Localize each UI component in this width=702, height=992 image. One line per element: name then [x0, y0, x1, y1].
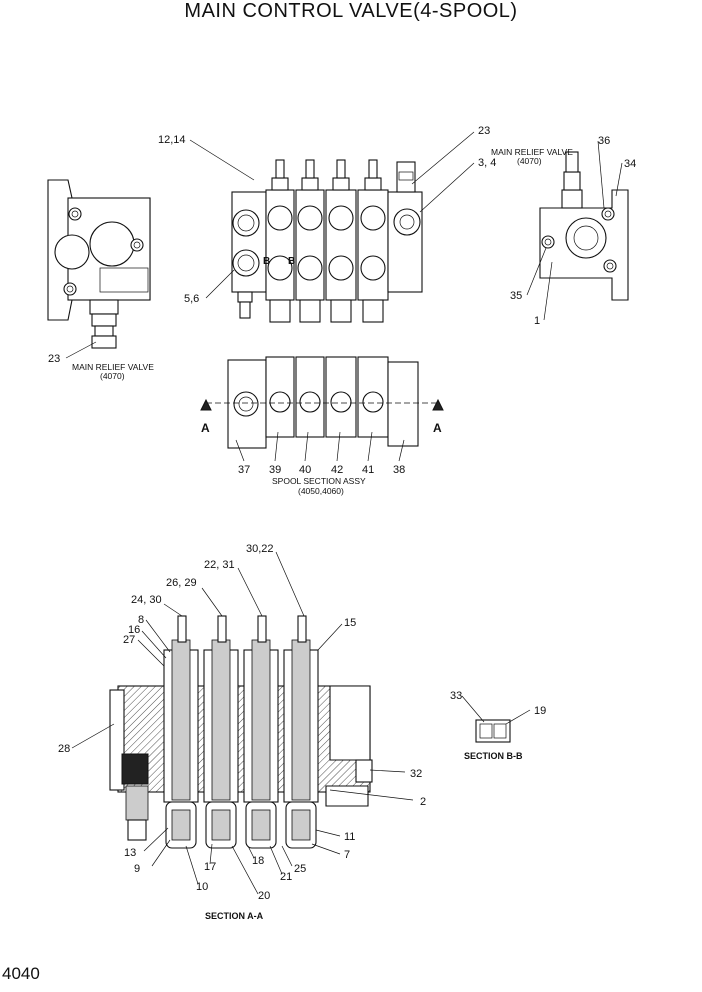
- callout-11: 11: [344, 831, 355, 843]
- section-marker-a-left: A: [201, 421, 210, 435]
- section-marker-a-right: A: [433, 421, 442, 435]
- page-number: 4040: [2, 964, 40, 983]
- callout-22-31: 22, 31: [204, 559, 235, 571]
- left-side-view: [47, 179, 151, 349]
- caption-section-aa: SECTION A-A: [205, 911, 264, 921]
- callout-15: 15: [344, 617, 356, 629]
- callout-23-top: 23: [478, 125, 490, 137]
- callout-41: 41: [362, 464, 374, 476]
- page-title: MAIN CONTROL VALVE(4-SPOOL): [184, 0, 518, 22]
- callout-12-14: 12,14: [158, 134, 186, 146]
- callout-17: 17: [204, 861, 216, 873]
- callout-5-6: 5,6: [184, 293, 199, 305]
- caption-section-bb: SECTION B-B: [464, 751, 523, 761]
- callout-38: 38: [393, 464, 405, 476]
- callout-34: 34: [624, 158, 636, 170]
- callout-3-4: 3, 4: [478, 157, 496, 169]
- callout-18: 18: [252, 855, 264, 867]
- callout-33: 33: [450, 690, 462, 702]
- callout-21: 21: [280, 871, 292, 883]
- callout-8: 8: [138, 614, 144, 626]
- callout-13: 13: [124, 847, 136, 859]
- callout-28: 28: [58, 743, 70, 755]
- callout-32: 32: [410, 768, 422, 780]
- caption-main-relief-valve-right-code: (4070): [517, 156, 542, 166]
- section-aa-view: [109, 615, 373, 849]
- callout-25: 25: [294, 863, 306, 875]
- caption-main-relief-valve-right: MAIN RELIEF VALVE: [491, 147, 573, 157]
- callout-10: 10: [196, 881, 208, 893]
- callout-24-30: 24, 30: [131, 594, 162, 606]
- right-side-view: [539, 151, 629, 301]
- spool-section-view: [200, 356, 444, 449]
- leader-lines: [65, 131, 623, 895]
- callout-40: 40: [299, 464, 311, 476]
- callout-35: 35: [510, 290, 522, 302]
- caption-spool-section-code: (4050,4060): [298, 486, 344, 496]
- callout-2: 2: [420, 796, 426, 808]
- front-view-main: [231, 159, 423, 323]
- section-marker-b-left: B: [263, 256, 270, 267]
- callout-37: 37: [238, 464, 250, 476]
- spool-bores: [163, 615, 319, 849]
- callout-19: 19: [534, 705, 546, 717]
- callout-36: 36: [598, 135, 610, 147]
- caption-main-relief-valve-left-code: (4070): [100, 371, 125, 381]
- caption-spool-section-assy: SPOOL SECTION ASSY: [272, 476, 366, 486]
- callout-16: 16: [128, 624, 140, 636]
- section-marker-b-right: B: [288, 256, 295, 267]
- callout-30-22: 30,22: [246, 543, 274, 555]
- callout-1: 1: [534, 315, 540, 327]
- callout-7: 7: [344, 849, 350, 861]
- section-bb-view: [475, 719, 511, 743]
- callout-27: 27: [123, 634, 135, 646]
- callout-20: 20: [258, 890, 270, 902]
- callout-23-left: 23: [48, 353, 60, 365]
- callout-9: 9: [134, 863, 140, 875]
- caption-main-relief-valve-left: MAIN RELIEF VALVE: [72, 362, 154, 372]
- callout-39: 39: [269, 464, 281, 476]
- callout-42: 42: [331, 464, 343, 476]
- callout-26-29: 26, 29: [166, 577, 197, 589]
